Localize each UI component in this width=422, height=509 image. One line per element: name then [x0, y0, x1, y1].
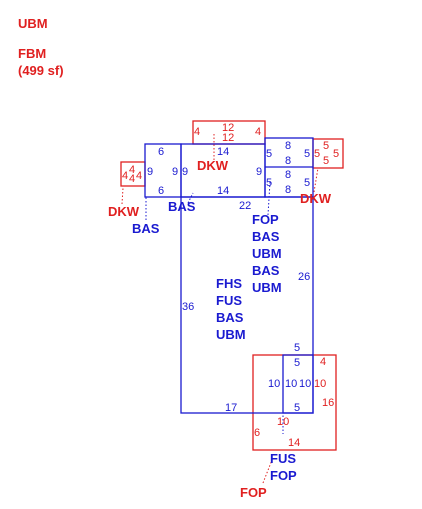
dim-left-box-bottom: 6 — [158, 185, 164, 197]
dim-rdeck-b: 5 — [323, 140, 329, 152]
dim-main-top: 22 — [239, 200, 251, 212]
dim-rbox-left-a: 5 — [266, 148, 272, 160]
dim-bdeck-right: 16 — [322, 397, 334, 409]
dim-bdeck-left: 6 — [254, 427, 260, 439]
stack-center-2: BAS — [216, 310, 244, 325]
stack-bottom-0: FUS — [270, 451, 296, 466]
dim-rdeck-a: 5 — [314, 148, 320, 160]
label-dkw-top: DKW — [197, 158, 229, 173]
stack-center-0: FHS — [216, 276, 242, 291]
dim-main-left: 36 — [182, 301, 194, 313]
dim-left-box-left: 9 — [147, 166, 153, 178]
label-bas-left: BAS — [132, 221, 160, 236]
dim-left-box-right: 9 — [172, 166, 178, 178]
stack-center-1: FUS — [216, 293, 242, 308]
dim-top-deck-left: 4 — [194, 126, 200, 138]
dim-mid-bottom: 14 — [217, 185, 229, 197]
dim-rbox-left-b: 5 — [266, 177, 272, 189]
leader-fop-bottom — [262, 459, 273, 484]
dim-top-deck-right: 4 — [255, 126, 261, 138]
dim-left-deck-d: 4 — [136, 170, 142, 182]
dim-sbox-left: 10 — [268, 378, 280, 390]
dim-bdeck-left-side: 10 — [314, 378, 326, 390]
small-wing-outline — [282, 354, 314, 414]
label-dkw-left: DKW — [108, 204, 140, 219]
label-bas-upper: BAS — [168, 199, 196, 214]
area-code-ubm: UBM — [18, 16, 48, 31]
dim-left-box-top: 6 — [158, 146, 164, 158]
dim-rdeck-c: 5 — [323, 155, 329, 167]
stack-right-3: BAS — [252, 263, 280, 278]
dim-rbox-right-a: 5 — [304, 148, 310, 160]
dim-top-deck-12a: 12 — [222, 122, 234, 134]
dim-rbox-mid-b: 8 — [285, 169, 291, 181]
dim-top-deck-12b: 12 — [222, 132, 234, 144]
dim-sbox-top-b: 5 — [294, 357, 300, 369]
dim-left-deck-c: 4 — [129, 173, 135, 185]
dim-left-deck-a: 4 — [122, 170, 128, 182]
stack-center-3: UBM — [216, 327, 246, 342]
dim-rbox-top: 8 — [285, 140, 291, 152]
dim-sbox-right: 10 — [299, 378, 311, 390]
dim-rbox-right-b: 5 — [304, 177, 310, 189]
dim-left-deck-b: 4 — [129, 164, 135, 176]
label-dkw-right: DKW — [300, 191, 332, 206]
dim-mid-left: 9 — [182, 166, 188, 178]
leader-right-deck — [313, 167, 319, 193]
dim-sbox-mid: 10 — [285, 378, 297, 390]
dim-mid-right: 9 — [256, 166, 262, 178]
dim-bdeck-top: 4 — [320, 356, 326, 368]
dim-main-right: 26 — [298, 271, 310, 283]
dim-bdeck-mid: 10 — [277, 416, 289, 428]
dim-sbox-bottom: 5 — [294, 402, 300, 414]
leader-left-deck — [121, 187, 124, 205]
dim-rbox-mid-a: 8 — [285, 155, 291, 167]
dim-rbox-bottom: 8 — [285, 184, 291, 196]
dim-mid-top: 14 — [217, 146, 229, 158]
dim-bdeck-bottom: 14 — [288, 437, 300, 449]
stack-right-2: UBM — [252, 246, 282, 261]
area-code-fbm: FBM — [18, 46, 46, 61]
area-size: (499 sf) — [18, 63, 64, 78]
stack-right-0: FOP — [252, 212, 279, 227]
main-body-outline — [180, 196, 314, 414]
dim-main-bottom: 17 — [225, 402, 237, 414]
stack-right-4: UBM — [252, 280, 282, 295]
dim-rdeck-d: 5 — [333, 148, 339, 160]
stack-bottom-1: FOP — [270, 468, 297, 483]
stack-right-1: BAS — [252, 229, 280, 244]
dim-sbox-top-a: 5 — [294, 342, 300, 354]
label-fop-bottom: FOP — [240, 485, 267, 500]
